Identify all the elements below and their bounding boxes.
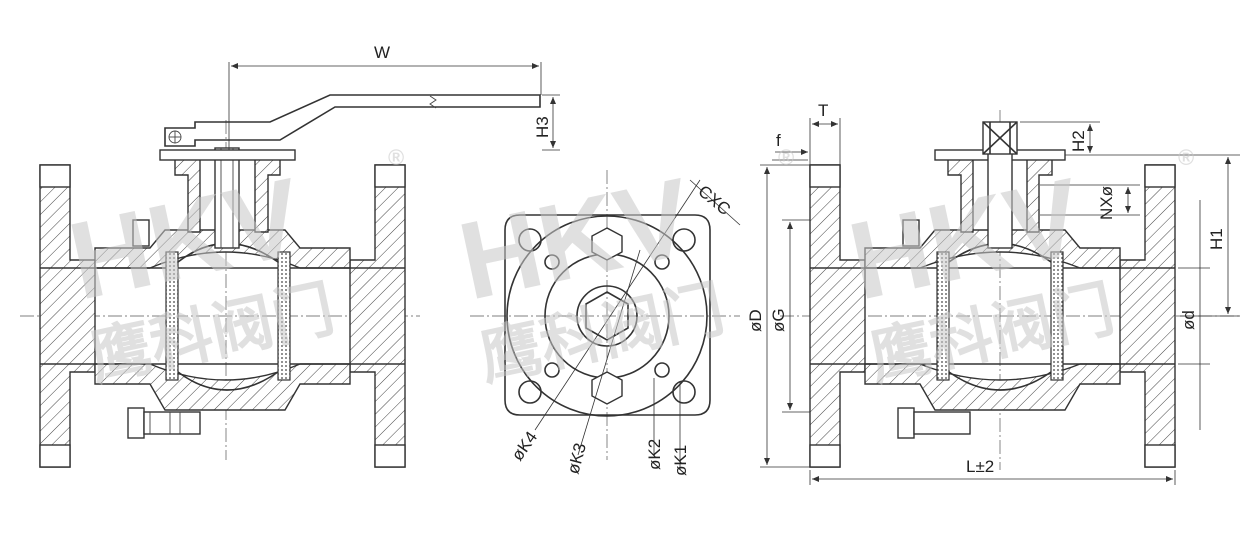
dim-d-small-label: ød <box>1179 310 1198 330</box>
dim-h3-label: H3 <box>533 116 552 138</box>
dim-g-label: øG <box>769 308 788 332</box>
dim-k2-label: øK2 <box>645 439 664 470</box>
dim-w-label: W <box>374 43 390 62</box>
left-section-view: W H3 <box>20 43 560 468</box>
dim-cxc-label: CXC <box>694 182 734 220</box>
right-section-view: T f H2 NXø H1 ød øD øG <box>746 101 1240 485</box>
dim-h2-label: H2 <box>1069 130 1088 152</box>
watermark: HKV 鹰科阀门 ® HKV 鹰科阀门 ® HKV 鹰科阀门 ® <box>59 145 1194 395</box>
watermark-registered-right: ® <box>1178 145 1194 170</box>
dim-f-label: f <box>776 131 781 150</box>
dim-l-label: L±2 <box>966 457 994 476</box>
dim-t-label: T <box>818 101 828 120</box>
watermark-registered-left: ® <box>388 145 404 170</box>
dim-h1-label: H1 <box>1207 228 1226 250</box>
watermark-registered-middle: ® <box>778 145 794 170</box>
dim-k1-label: øK1 <box>671 445 690 476</box>
dim-d-large-label: øD <box>746 309 765 332</box>
dim-k3-label: øK3 <box>564 441 590 476</box>
dim-k4-label: øK4 <box>508 428 541 464</box>
dim-nx-label: NXø <box>1097 186 1116 220</box>
